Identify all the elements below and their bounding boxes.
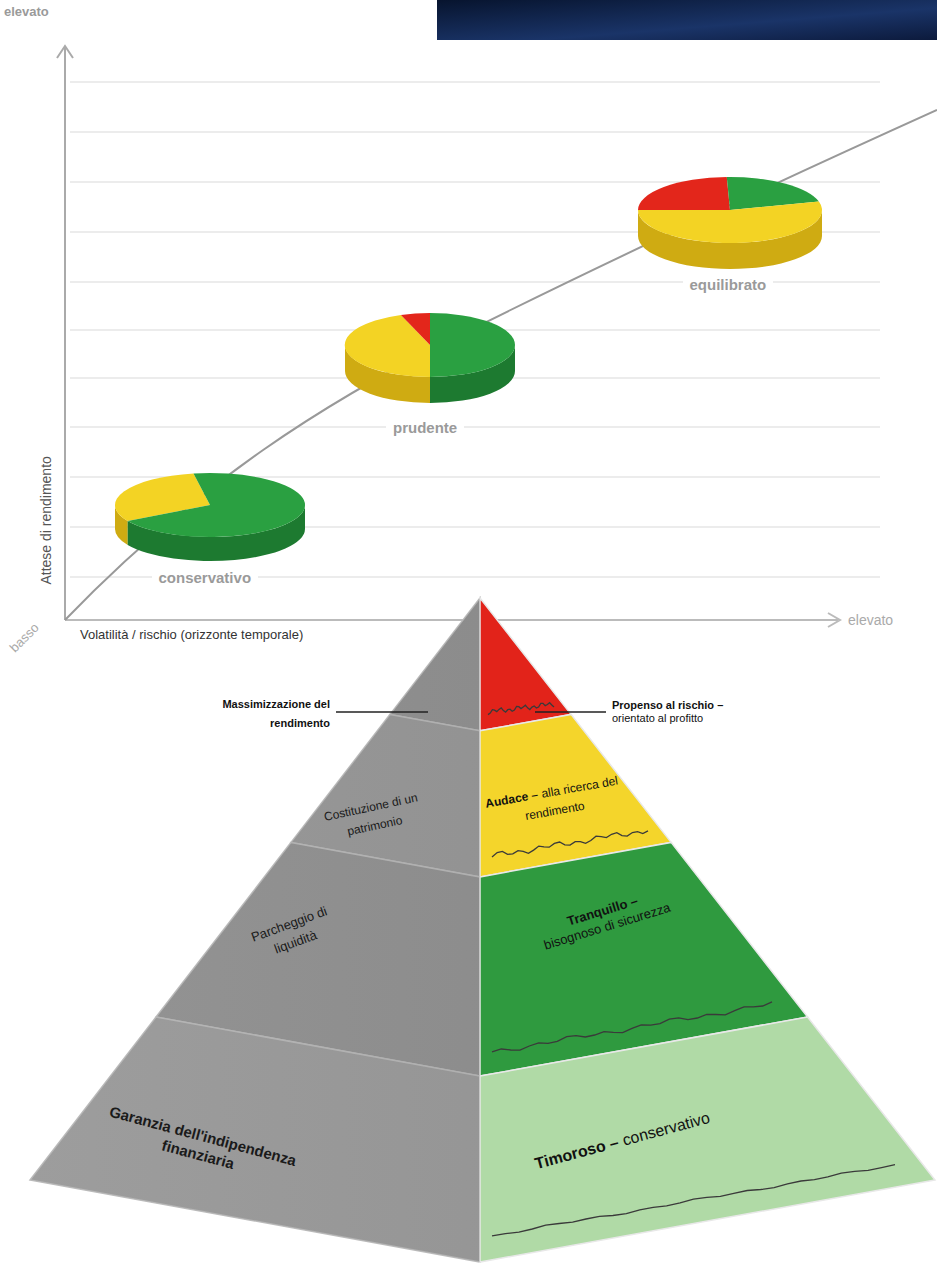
axis-label: Attese di rendimento [38, 456, 55, 584]
y-axis [64, 48, 66, 620]
leader-line [535, 711, 606, 713]
band-heading: Propenso al rischio – [612, 699, 723, 712]
axis-label: elevato [4, 4, 49, 20]
band-text: orientato al profitto [612, 712, 723, 725]
grid-line [70, 131, 880, 132]
x-axis [65, 619, 838, 621]
grid-line [70, 81, 880, 82]
pyramid-right-band [480, 598, 571, 731]
y-axis-arrow [57, 46, 73, 58]
performance-line [492, 831, 648, 857]
pie-slice [401, 313, 430, 345]
pyramid-right-band [480, 1017, 935, 1262]
pyramid-shade [30, 598, 480, 1262]
axis-label: elevato [848, 612, 893, 629]
axis-label: Volatilità / rischio (orizzonte temporal… [80, 627, 303, 643]
band-heading: conservativo [159, 569, 252, 586]
pyramid-band: Propenso al rischio –orientato al profit… [612, 699, 723, 725]
pie-slice [638, 177, 730, 210]
profile-label: conservativo [152, 568, 259, 587]
pie-slice [638, 202, 822, 243]
leader-line [336, 711, 428, 713]
pyramid-band: Massimizzazione del rendimento [210, 693, 330, 731]
return-curve [65, 110, 937, 620]
performance-line [492, 1165, 895, 1236]
grid-line [70, 426, 880, 427]
performance-line [492, 1002, 772, 1052]
profile-label: equilibrato [683, 275, 774, 294]
band-heading: prudente [393, 419, 457, 436]
pie-slice [430, 313, 515, 377]
performance-line [488, 703, 554, 715]
x-axis-arrow [828, 613, 840, 627]
photo-strip [437, 0, 937, 40]
band-heading: equilibrato [690, 276, 767, 293]
band-heading: Massimizzazione del rendimento [222, 698, 330, 729]
profile-label: prudente [386, 418, 464, 437]
axis-label: basso [6, 620, 42, 656]
pie-slice [128, 473, 305, 537]
